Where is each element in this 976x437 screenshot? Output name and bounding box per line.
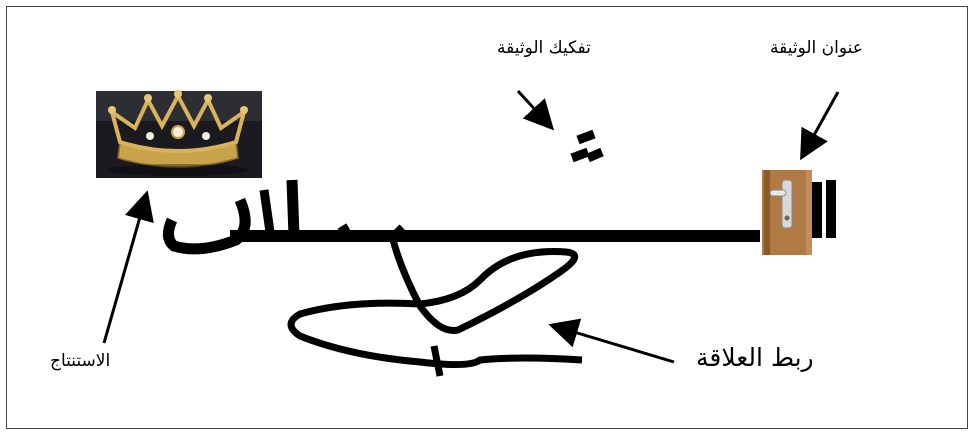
- calligraphy-word: [168, 134, 836, 376]
- crown-photo: [96, 90, 262, 178]
- arrow-to-door: [803, 92, 838, 155]
- label-document-title: عنوان الوثيقة: [770, 40, 863, 57]
- label-document-decomposition: تفكيك الوثيقة: [497, 40, 591, 57]
- door-photo: [762, 170, 812, 255]
- arrow-to-dots: [518, 91, 550, 126]
- label-conclusion: الاستنتاج: [50, 353, 110, 370]
- arrow-to-crown: [104, 196, 146, 343]
- label-relation-link: ربط العلاقة: [696, 345, 814, 370]
